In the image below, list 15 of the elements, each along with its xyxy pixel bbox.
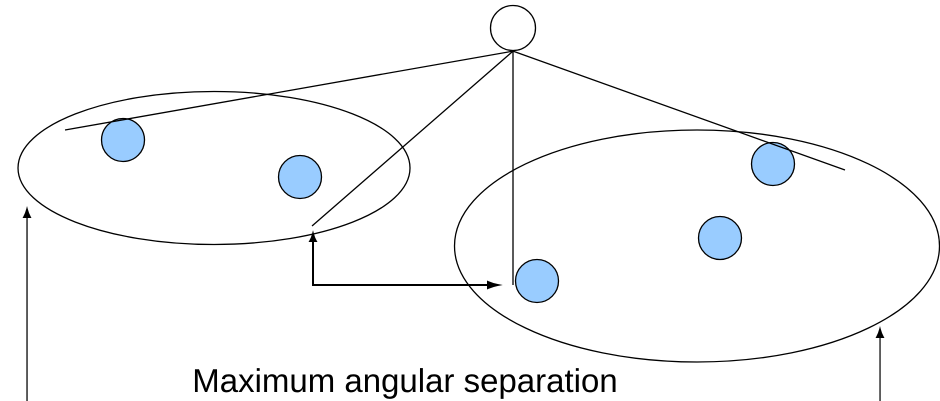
dot	[698, 216, 742, 260]
sight-line	[512, 51, 514, 285]
caption-text: Maximum angular separation	[194, 368, 616, 399]
cluster-ellipse	[17, 90, 411, 246]
sight-line	[64, 50, 514, 131]
dot	[278, 154, 322, 200]
sight-line	[512, 50, 846, 171]
cluster-ellipse	[454, 129, 940, 363]
dot	[100, 118, 146, 162]
arrow	[876, 328, 884, 401]
viewpoint-circle	[490, 4, 536, 52]
dot	[750, 142, 796, 186]
dot	[514, 258, 560, 304]
arrow	[23, 208, 32, 401]
sight-line	[312, 50, 514, 226]
